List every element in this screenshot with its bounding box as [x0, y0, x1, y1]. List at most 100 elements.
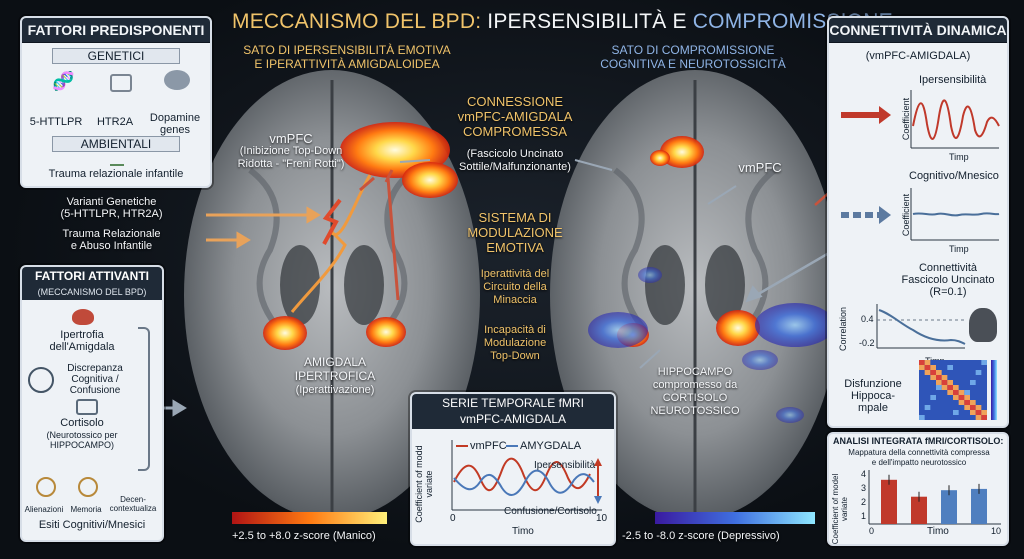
- arrow-label-genetic-1: Varianti Genetiche: [66, 196, 157, 208]
- left-brain-slice: [184, 70, 480, 520]
- right-subtitle-line1: SATO DI COMPROMISSIONE: [611, 43, 775, 57]
- matrix-cell: [941, 385, 948, 390]
- plot1-title: Ipersensibilità: [919, 74, 987, 86]
- matrix-cell: [924, 370, 931, 375]
- matrix-cell: [947, 390, 953, 395]
- plot1-line: [912, 99, 1000, 140]
- bottom-item-1: Alienazioni: [24, 505, 64, 514]
- environmental-item: Trauma relazionale infantile: [48, 168, 184, 180]
- gorilla-icon: [969, 308, 997, 342]
- matrix-cell: [953, 390, 959, 395]
- amygdala-icon: [72, 309, 94, 325]
- alienation-icon: [36, 477, 56, 497]
- dna-icon: 🧬: [52, 71, 75, 91]
- matrix-cell: [919, 365, 925, 370]
- legend-b-label: AMYGDALA: [520, 440, 582, 452]
- environmental-header: AMBIENTALI: [52, 136, 180, 152]
- warm-colorbar: [232, 512, 387, 524]
- matrix-cell: [981, 360, 987, 365]
- center-point1: Iperattività del Circuito della Minaccia: [480, 268, 550, 306]
- amygdala-label: AMIGDALA IPERTROFICA (Iperattivazione): [270, 355, 400, 397]
- connection-line2: vmPFC-AMIGDALA: [457, 109, 573, 124]
- plot2-cognitive: [910, 188, 1000, 241]
- matrix-cell: [924, 365, 931, 370]
- system-line3: EMOTIVA: [486, 240, 544, 255]
- matrix-cell: [941, 375, 948, 380]
- matrix-label-1: Disfunzione: [844, 378, 902, 390]
- integrated-bar-chart: [868, 470, 1001, 525]
- hippocampus-label-4: NEUROTOSSICO: [650, 405, 740, 417]
- plot3-title-1: Connettività: [918, 262, 978, 274]
- plot1-arrow-icon: [841, 112, 881, 118]
- cool-activation-right: [755, 303, 835, 347]
- right-subtitle-line2: COGNITIVA E NEUROTOSSICITÀ: [600, 57, 786, 71]
- x-tick-10: 10: [991, 526, 1002, 536]
- activating-footer: Esiti Cognitivi/Mnesici: [38, 519, 146, 531]
- hippocampus-label-3: CORTISOLO: [662, 392, 728, 404]
- activating-title: FATTORI ATTIVANTI: [22, 267, 162, 285]
- brain-icon: [164, 70, 190, 90]
- connection-sub-2: Sottile/Malfunzionante): [459, 161, 571, 173]
- amygdala-label-2: IPERTROFICA: [294, 369, 376, 383]
- connection-line1: CONNESSIONE: [466, 94, 564, 109]
- annotation-top: Ipersensibilità: [534, 460, 596, 471]
- matrix-cell: [958, 390, 965, 395]
- matrix-cell: [970, 405, 976, 410]
- timeseries-xtick1: 10: [596, 513, 608, 524]
- timeseries-title-2: vmPFC-AMIGDALA: [459, 412, 566, 426]
- y-tick-3: 3: [861, 483, 867, 493]
- vmpfc-activation-reduced: [660, 136, 704, 168]
- plot1-hypersensitivity: [910, 90, 1000, 149]
- arrow-label-trauma-2: e Abuso Infantile: [70, 240, 153, 252]
- predisposing-factors-panel: FATTORI PREDISPONENTI GENETICI 🧬 5-HTTLP…: [20, 16, 212, 188]
- amygdala-label-1: AMIGDALA: [303, 355, 366, 369]
- matrix-cell: [953, 395, 959, 400]
- dynamic-connectivity-panel: CONNETTIVITÀ DINAMICA (vmPFC-AMIGDALA) I…: [827, 16, 1009, 428]
- connection-sub: (Fascicolo Uncinato Sottile/Malfunzionan…: [440, 148, 590, 174]
- integrated-ylabel: Coefficient of model variate: [831, 473, 849, 545]
- matrix-cell: [964, 390, 970, 395]
- matrix-cell: [970, 410, 976, 415]
- cool-colorbar: [655, 512, 815, 524]
- hippocampus-label-2: compromesso da: [652, 379, 738, 391]
- matrix-cell: [936, 385, 942, 390]
- dynamic-subtitle: (vmPFC-AMIGDALA): [865, 50, 971, 62]
- matrix-cell: [930, 375, 936, 380]
- integrated-subtitle-1: Mappatura della connettività compressa: [848, 448, 990, 457]
- matrix-cell: [924, 360, 931, 365]
- x-label: Timo: [927, 526, 949, 537]
- left-subtitle: SATO DI IPERSENSIBILITÀ EMOTIVA E IPERAT…: [222, 43, 472, 71]
- right-subtitle: SATO DI COMPROMISSIONE COGNITIVA E NEURO…: [578, 43, 808, 71]
- timeseries-title-1: SERIE TEMPORALE fMRI: [442, 396, 584, 410]
- plot2-line: [912, 212, 1000, 217]
- hippocampal-matrix: [919, 360, 997, 420]
- matrix-label-2: Hippoca-: [850, 390, 896, 402]
- timeseries-ylabel: Coefficient of modd variate: [414, 445, 434, 523]
- matrix-cell: [936, 380, 942, 385]
- connection-label: CONNESSIONE vmPFC-AMIGDALA COMPROMESSA: [440, 94, 590, 139]
- activating-factors-panel: FATTORI ATTIVANTI (MECCANISMO DEL BPD) I…: [20, 265, 164, 542]
- matrix-cell: [953, 385, 959, 390]
- matrix-cell: [930, 395, 936, 400]
- integrated-title: ANALISI INTEGRATA fMRI/CORTISOLO:: [833, 436, 1004, 446]
- activating-item3-2: (Neurotossico per HIPPOCAMPO): [46, 430, 118, 450]
- matrix-cell: [964, 395, 970, 400]
- matrix-cell: [947, 385, 953, 390]
- plot2-title: Cognitivo/Mnesico: [909, 170, 999, 182]
- bar-4: [971, 488, 987, 524]
- amygdala-label-3: (Iperattivazione): [295, 384, 375, 396]
- plot1-ylabel: Coefficient: [901, 97, 912, 141]
- arrow-label-genetic-2: (5-HTTLPR, HTR2A): [60, 208, 163, 220]
- plot3-y1: 0.4: [861, 314, 874, 324]
- matrix-cell: [919, 415, 925, 420]
- timeseries-panel: SERIE TEMPORALE fMRI vmPFC-AMIGDALA Coef…: [410, 392, 616, 546]
- hippocampus-label: HIPPOCAMPO compromesso da CORTISOLO NEUR…: [625, 366, 765, 418]
- vmpfc-label-left: vmPFC (Inibizione Top-Down Ridotta - "Fr…: [226, 132, 356, 171]
- vmpfc-label-line3: Ridotta - "Freni Rotti"): [237, 158, 345, 170]
- title-part-left: MECCANISMO DEL BPD:: [232, 10, 482, 33]
- gene-5httlpr: 5-HTTLPR: [29, 116, 83, 128]
- activating-subtitle: (MECCANISMO DEL BPD): [22, 285, 162, 300]
- matrix-cell: [947, 380, 953, 385]
- arrow-label-trauma: Trauma Relazionale e Abuso Infantile: [24, 228, 199, 252]
- amygdala-activation-left: [263, 316, 307, 350]
